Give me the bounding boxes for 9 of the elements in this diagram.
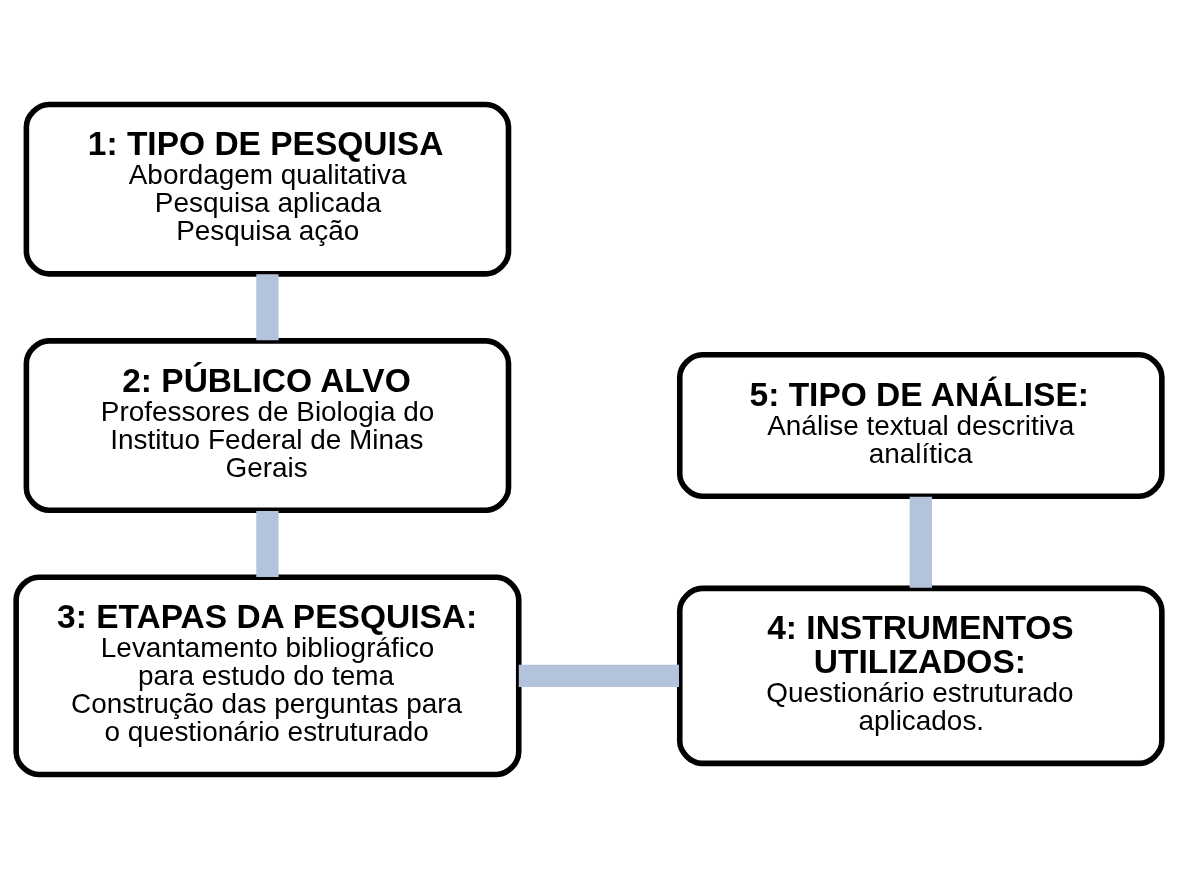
connector bbox=[909, 496, 932, 588]
connector bbox=[256, 274, 279, 341]
node-box: 4: INSTRUMENTOS UTILIZADOS: Questionário estruturado aplicados. bbox=[676, 585, 1165, 767]
node-box: 2: PÚBLICO ALVO Professores de Biologia do Instituo Federal de Minas Gerais bbox=[23, 338, 512, 513]
connector bbox=[518, 664, 679, 688]
node-box: 1: TIPO DE PESQUISA Abordagem qualitativa Pesquisa aplicada Pesquisa ação bbox=[23, 101, 512, 277]
node-box: 3: ETAPAS DA PESQUISA: Levantamento bibliográfico para estudo do tema Construção das perguntas para o questionário estruturado bbox=[13, 574, 522, 778]
node-box: 5: TIPO DE ANÁLISE: Análise textual descritiva analítica bbox=[676, 352, 1165, 500]
connector bbox=[256, 510, 279, 577]
